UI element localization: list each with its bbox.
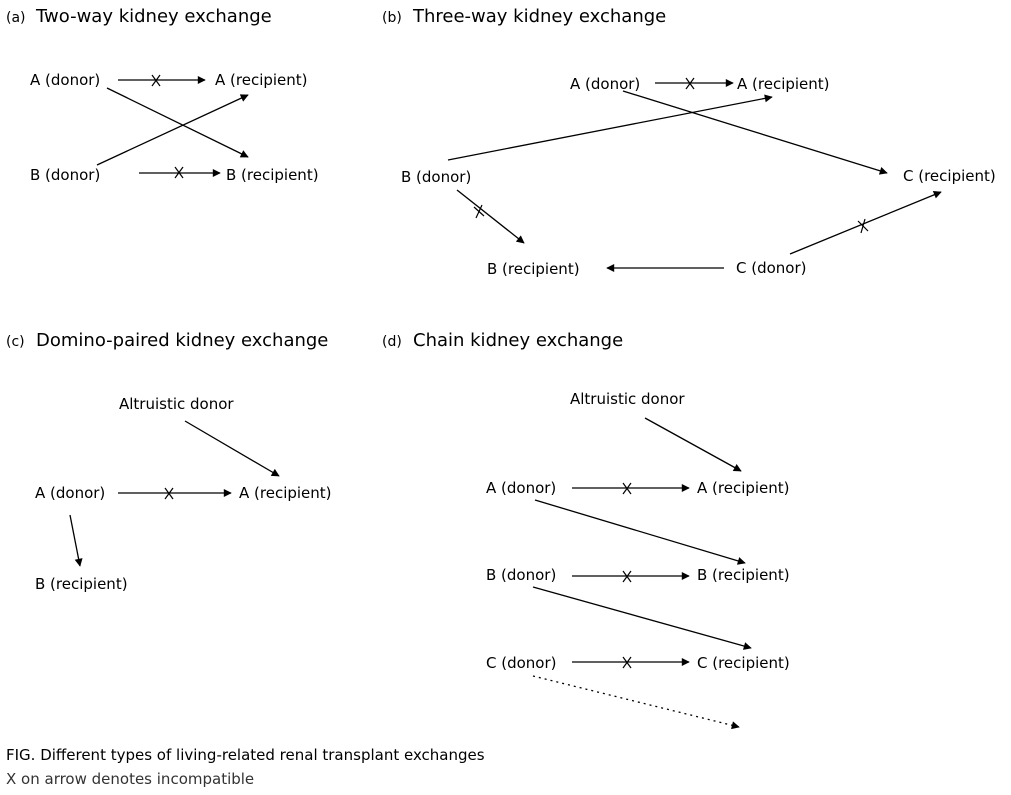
b-node-b-recipient: B (recipient): [487, 260, 580, 278]
d-edge-c-donor-continues-chain: [532, 675, 740, 730]
a-edge-b-donor-to-a-recipient: [96, 94, 249, 166]
b-node-c-recipient: C (recipient): [903, 167, 996, 185]
c-edge-a-donor-to-a-recipient: [118, 487, 232, 500]
panel-d: (d) Chain kidney exchange Altruistic don…: [382, 330, 790, 730]
panel-d-tag: (d): [382, 334, 402, 350]
a-node-b-recipient: B (recipient): [226, 166, 319, 184]
b-edge-b-donor-to-a-recipient: [447, 94, 773, 161]
incompatible-x-mark: [622, 482, 632, 495]
d-node-c-recipient: C (recipient): [697, 654, 790, 672]
b-edge-b-donor-to-b-recipient: [456, 189, 525, 244]
c-node-altruistic-donor: Altruistic donor: [119, 395, 234, 413]
panel-a-title: Two-way kidney exchange: [35, 6, 272, 27]
panel-a: (a) Two-way kidney exchange A (donor) A …: [6, 6, 319, 184]
panel-c-title: Domino-paired kidney exchange: [36, 330, 328, 351]
c-node-a-donor: A (donor): [35, 484, 105, 502]
panel-b: (b) Three-way kidney exchange A (donor) …: [382, 6, 996, 278]
d-node-c-donor: C (donor): [486, 654, 557, 672]
incompatible-x-mark: [622, 570, 632, 583]
panel-c-tag: (c): [6, 334, 25, 350]
panel-d-title: Chain kidney exchange: [413, 330, 623, 351]
c-edge-a-donor-to-b-recipient: [69, 514, 83, 567]
incompatible-x-mark: [174, 166, 184, 179]
b-node-a-donor: A (donor): [570, 75, 640, 93]
c-edge-altruistic-to-a-recipient: [184, 420, 280, 477]
d-node-b-recipient: B (recipient): [697, 566, 790, 584]
incompatible-x-mark: [685, 77, 695, 90]
a-edge-b-donor-to-b-recipient: [139, 166, 221, 179]
a-edge-a-donor-to-a-recipient: [118, 74, 206, 87]
d-edge-a-donor-to-a-recipient: [572, 482, 690, 495]
incompatible-x-mark: [151, 74, 161, 87]
a-node-b-donor: B (donor): [30, 166, 100, 184]
b-node-b-donor: B (donor): [401, 168, 471, 186]
a-node-a-recipient: A (recipient): [215, 71, 308, 89]
d-node-a-donor: A (donor): [486, 479, 556, 497]
incompatible-x-mark: [164, 487, 174, 500]
d-edge-b-donor-to-b-recipient: [572, 570, 690, 583]
b-edge-a-donor-to-c-recipient: [622, 90, 888, 175]
figure-caption: FIG. Different types of living-related r…: [6, 746, 485, 764]
d-edge-b-donor-to-c-recipient: [532, 586, 752, 650]
a-edge-a-donor-to-b-recipient: [106, 87, 249, 158]
b-node-a-recipient: A (recipient): [737, 75, 830, 93]
incompatible-x-mark: [473, 204, 485, 219]
d-node-b-donor: B (donor): [486, 566, 556, 584]
d-edge-c-donor-to-c-recipient: [572, 656, 690, 669]
panel-b-title: Three-way kidney exchange: [412, 6, 666, 27]
c-node-b-recipient: B (recipient): [35, 575, 128, 593]
panel-a-tag: (a): [6, 10, 26, 26]
panel-c: (c) Domino-paired kidney exchange Altrui…: [6, 330, 332, 593]
d-edge-altruistic-to-a-recipient: [644, 417, 742, 472]
d-node-altruistic-donor: Altruistic donor: [570, 390, 685, 408]
a-node-a-donor: A (donor): [30, 71, 100, 89]
d-node-a-recipient: A (recipient): [697, 479, 790, 497]
d-edge-a-donor-to-b-recipient: [534, 499, 746, 565]
b-node-c-donor: C (donor): [736, 259, 807, 277]
c-node-a-recipient: A (recipient): [239, 484, 332, 502]
figure-note: X on arrow denotes incompatible: [6, 770, 254, 788]
incompatible-x-mark: [857, 218, 869, 234]
b-edge-a-donor-to-a-recipient: [655, 77, 734, 90]
panel-b-tag: (b): [382, 10, 402, 26]
b-edge-c-donor-to-c-recipient: [789, 191, 942, 255]
incompatible-x-mark: [622, 656, 632, 669]
